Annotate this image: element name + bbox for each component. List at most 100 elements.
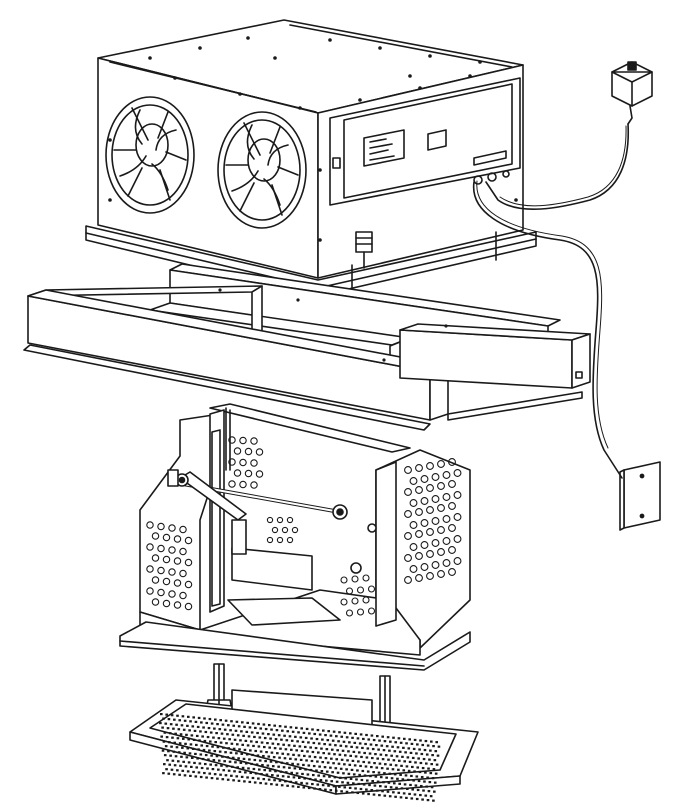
grille-hole [219,773,222,776]
grille-hole [183,774,187,777]
grille-hole [346,759,349,762]
grille-hole [308,777,312,781]
grille-hole [229,729,232,732]
grille-hole [283,734,286,737]
grille-hole [181,737,185,740]
grille-hole [323,743,326,746]
grille-hole [251,722,255,725]
grille-hole [231,756,235,759]
grille-hole [337,740,340,743]
grille-hole [319,779,323,782]
grille-hole [388,795,392,798]
grille-hole [433,759,437,762]
grille-hole [388,772,392,775]
grille-hole [209,731,213,734]
grille-hole [370,765,373,769]
grille-hole [374,753,377,756]
grille-hole [351,736,354,739]
grille-hole [168,741,171,744]
perforation-hole [151,598,160,606]
grille-hole [230,765,234,768]
grille-hole [230,774,233,777]
perforation-hole [420,563,429,571]
grille-hole [380,744,384,747]
grille-hole [197,771,201,774]
grille-hole [199,753,203,756]
grille-hole [185,733,188,736]
perforation-hole [442,471,451,479]
grille-hole [279,770,283,773]
perforation-hole [431,495,440,503]
grille-hole [298,767,302,770]
grille-hole [338,731,341,734]
perforation-hole [157,566,165,575]
grille-hole [354,732,357,735]
grille-hole [205,744,209,748]
grille-hole [278,756,281,759]
grille-hole [321,784,325,787]
grille-hole [372,738,376,742]
control-cable [472,181,623,479]
grille-hole [316,728,320,732]
grille-hole [297,731,300,734]
grille-hole [185,756,189,759]
grille-hole [383,740,387,743]
perforation-hole [431,561,440,569]
grille-hole [415,752,418,755]
grille-hole [430,763,433,766]
grille-hole [316,760,319,763]
grille-hole [272,733,276,736]
grille-hole [372,771,375,774]
grille-hole [330,780,334,783]
grille-hole [325,779,328,782]
grille-hole [357,760,360,763]
grille-hole [310,759,314,763]
grille-hole [364,742,367,746]
grille-hole [398,782,401,785]
grille-hole [316,783,320,786]
grille-hole [234,729,238,732]
grille-hole [275,729,279,732]
grille-hole [205,776,208,779]
grille-hole [200,744,204,747]
grille-hole [164,745,168,748]
grille-hole [362,737,365,741]
grille-hole [291,785,295,788]
grille-hole [424,771,427,774]
grille-hole [250,762,253,766]
grille-hole [163,754,167,757]
grille-hole [265,773,269,776]
grille-hole [170,714,174,717]
perforation-hole [184,558,193,567]
grille-hole [366,770,370,773]
grille-hole [351,759,355,762]
grille-hole [174,755,178,758]
grille-hole [393,773,397,776]
grille-hole [426,799,430,802]
grille-hole [203,739,207,743]
grille-hole [254,772,258,775]
perforation-hole [286,516,294,524]
grille-hole [360,755,363,759]
grille-hole [432,768,436,771]
fan-unit [85,19,537,297]
perforation-hole [426,572,434,580]
grille-hole [381,735,384,738]
perforation-hole [442,493,451,501]
grille-hole [189,743,193,746]
grille-hole [328,775,331,778]
grille-hole [179,764,182,767]
grille-hole [406,778,410,781]
grille-hole [398,750,402,753]
grille-hole [382,749,386,752]
perforation-hole [345,609,354,617]
grille-hole [362,760,366,764]
grille-hole [310,737,313,740]
grille-hole [385,776,388,779]
perforation-hole [162,577,171,586]
grille-hole [307,764,311,767]
grille-hole [193,729,197,732]
perforation-hole [367,607,376,615]
grille-hole [234,761,237,764]
grille-hole [377,748,380,751]
